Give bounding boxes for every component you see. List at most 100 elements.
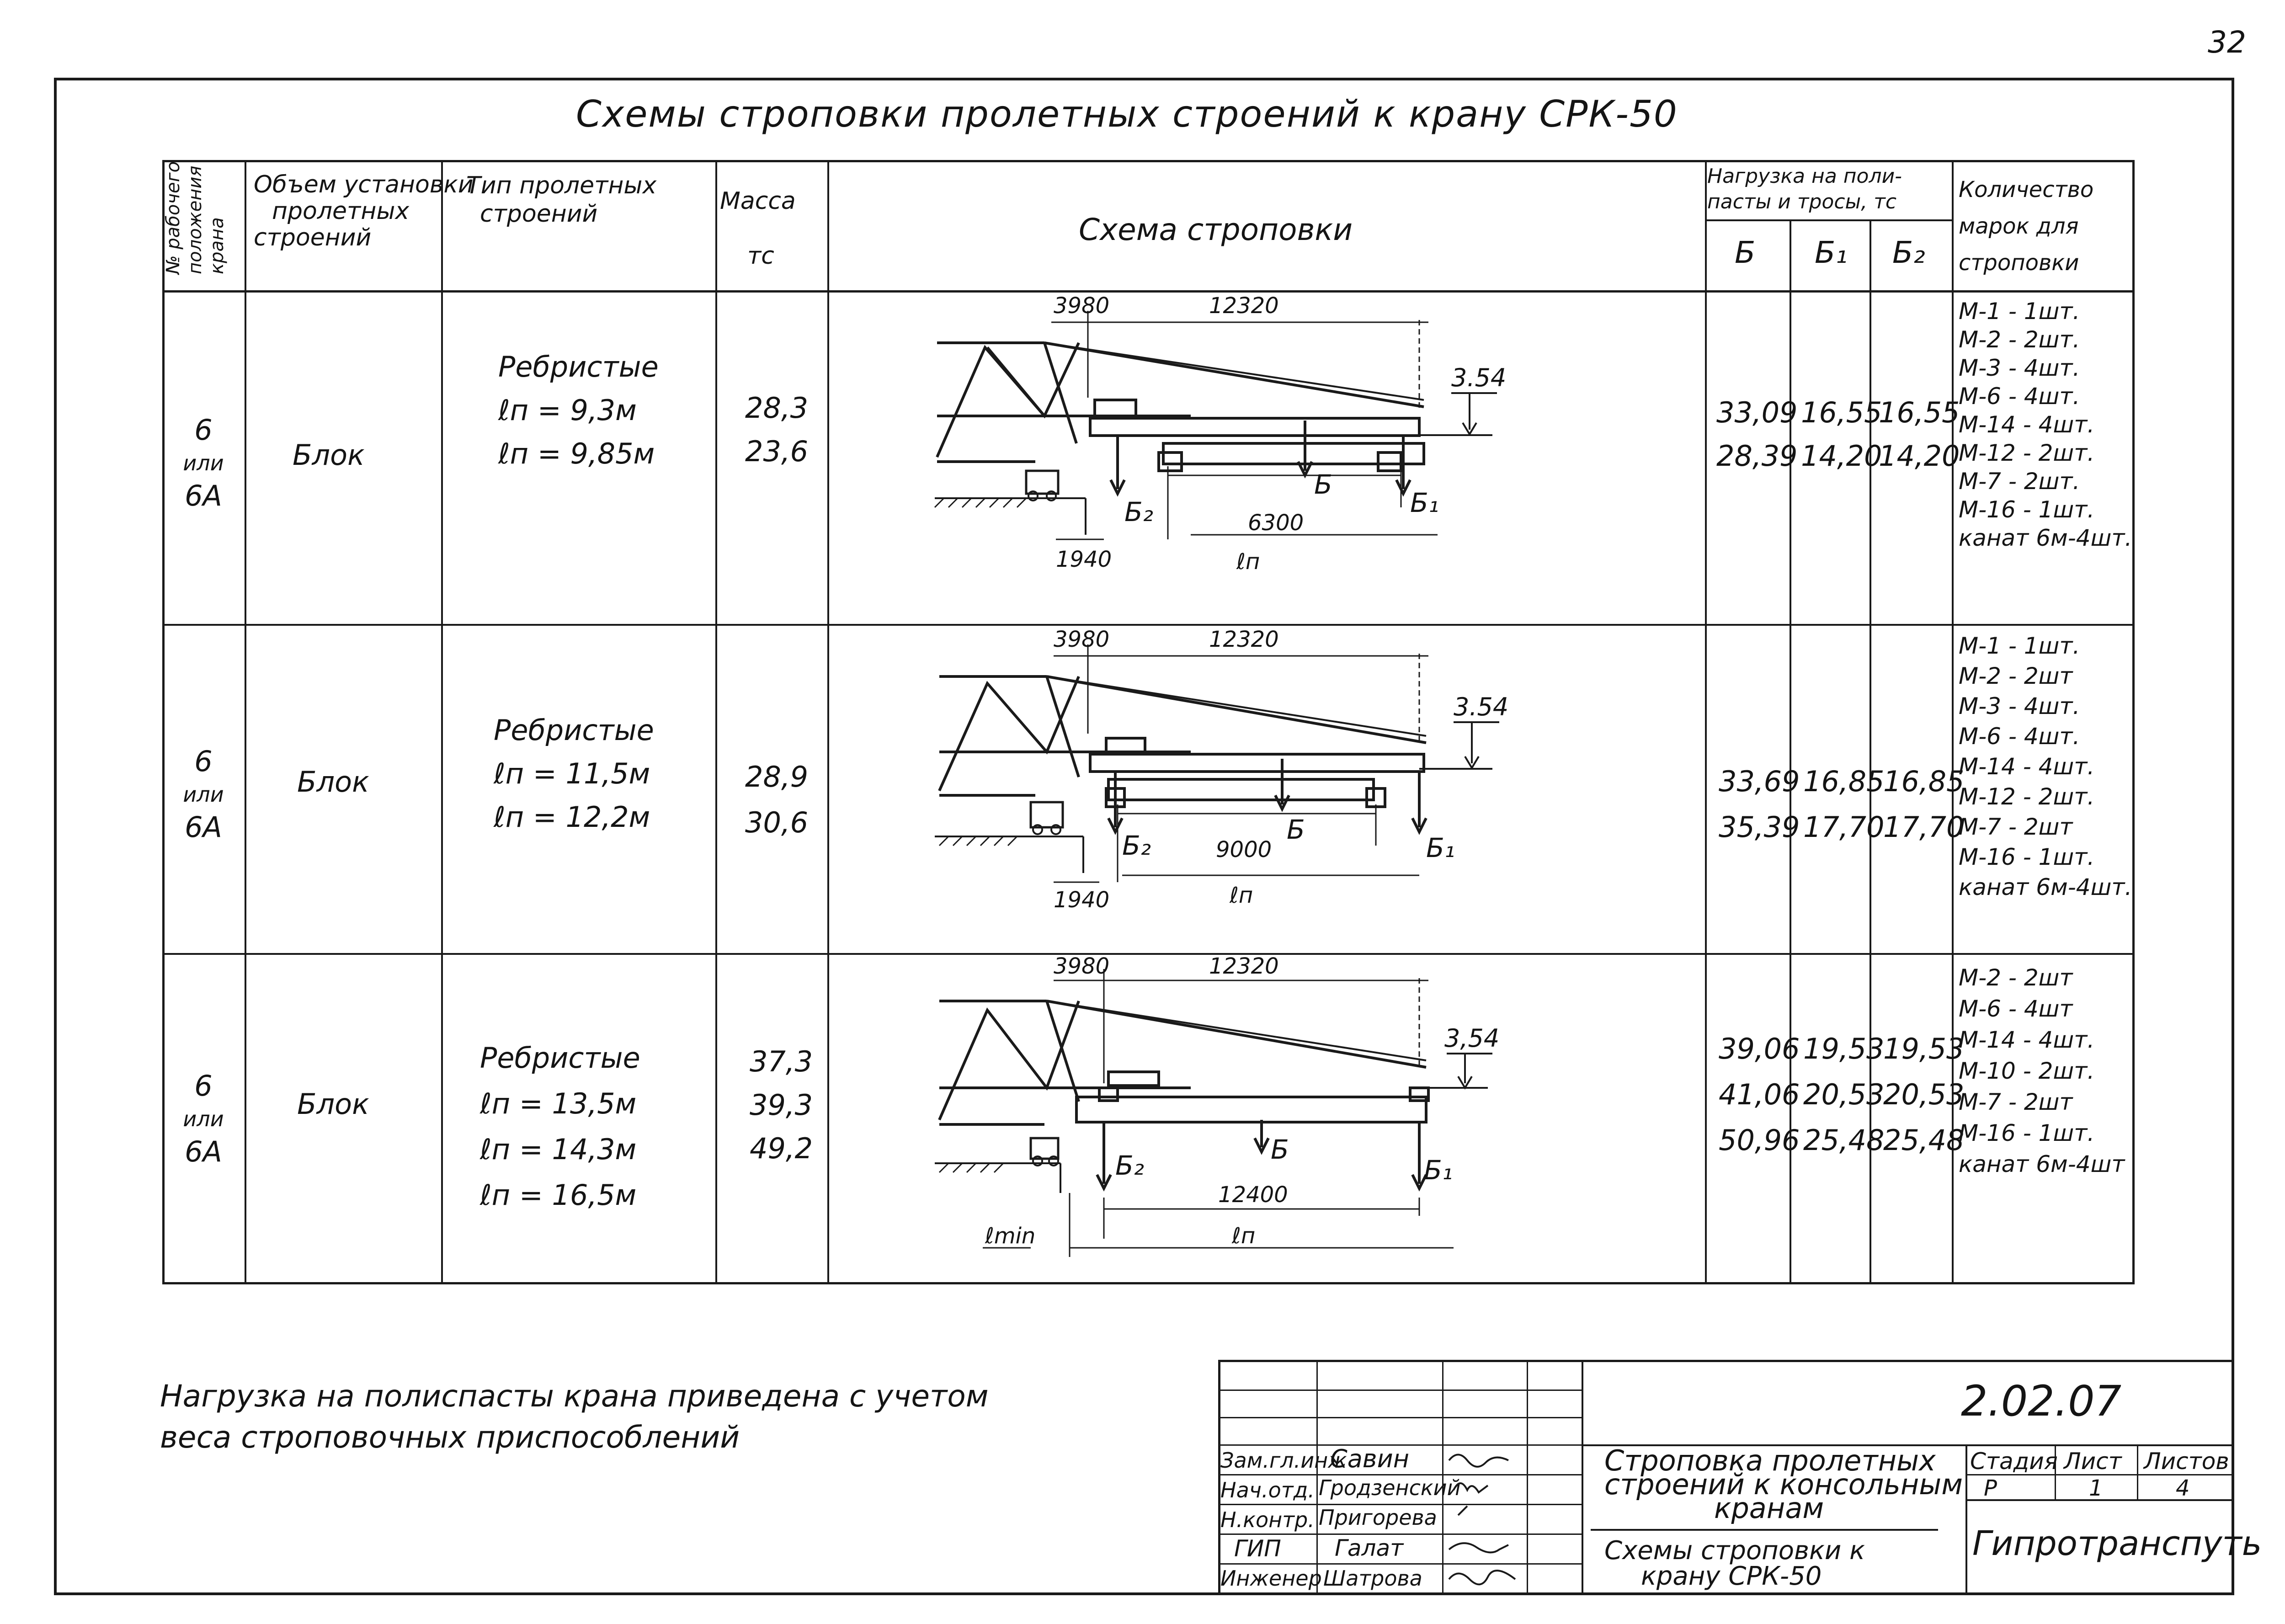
tb-description: Строповка пролетных строений к консольны…: [1604, 1444, 1963, 1525]
row2-ln: ℓп: [1229, 883, 1253, 908]
tb-hline-c: [1582, 1444, 2234, 1446]
header-load-b: Б: [1735, 235, 1756, 270]
page-number: 32: [2208, 25, 2246, 60]
scheme-row2: 3980 12320 3.54 9000 1940 ℓп Б Б₂ Б₁: [935, 627, 1508, 913]
tb-hline-i: [1965, 1474, 2234, 1475]
col-divider-5: [1705, 160, 1707, 1284]
scheme-row1: 3980 12320 3.54 6300 1940 ℓп Б Б₂ Б₁: [934, 293, 1506, 575]
row2-b2: Б₂: [1122, 830, 1151, 861]
scheme-row3: 3980 12320 3,54 12400 ℓmin ℓп Б Б₂ Б₁: [935, 955, 1499, 1257]
row1-b: Б: [1314, 469, 1332, 500]
tb-hline-g: [1218, 1533, 1582, 1535]
col-divider-4: [827, 160, 829, 1284]
row3-ln: ℓп: [1231, 1223, 1255, 1249]
col-divider-2: [441, 160, 443, 1284]
header-load-b2: Б₂: [1892, 235, 1925, 270]
row2-b: Б: [1287, 814, 1305, 845]
col-divider-3: [715, 160, 717, 1284]
row2-left: 1940: [1054, 887, 1109, 913]
tb-sheet-title: Схемы строповки к крану СРК-50: [1604, 1536, 1865, 1591]
tb-sheets-label: Листов: [2144, 1448, 2229, 1475]
load-subheader-line: [1705, 219, 1952, 221]
col-divider-6: [1790, 219, 1791, 1284]
row2-b1: Б₁: [1426, 832, 1455, 863]
tb-name-2: Пригорева: [1319, 1505, 1437, 1530]
row2-dim2: 12320: [1209, 627, 1279, 652]
header-load-b1: Б₁: [1815, 235, 1848, 270]
tb-hline-b: [1218, 1417, 1582, 1418]
tb-hline-e: [1218, 1474, 1582, 1475]
row1-span: 6300: [1248, 510, 1304, 536]
row2-dim1: 3980: [1054, 627, 1109, 652]
row3-b: Б: [1271, 1134, 1289, 1165]
row1-b2: Б₂: [1124, 496, 1153, 527]
row1-marks: М-1 - 1шт.М-2 - 2шт.М-3 - 4шт. М-6 - 4шт…: [1959, 298, 2132, 551]
tb-stage-label: Стадия: [1970, 1448, 2058, 1475]
row2-elev: 3.54: [1454, 692, 1508, 721]
tb-sheet-label: Лист: [2064, 1448, 2122, 1475]
doc-code: 2.02.07: [1961, 1377, 2122, 1426]
title-block: [1218, 1360, 2234, 1595]
signatures: [1448, 1454, 1516, 1586]
header-row-divider: [162, 290, 2135, 293]
row2-volume: Блок: [297, 765, 369, 799]
col-divider-8: [1952, 160, 1954, 1284]
tb-hline-d: [1218, 1444, 1582, 1446]
header-scheme: Схема строповки: [1079, 212, 1353, 247]
tb-role-2: Н.контр.: [1220, 1507, 1315, 1532]
row1-ln: ℓп: [1236, 549, 1260, 575]
tb-vline-6: [2055, 1444, 2056, 1499]
header-loads: Нагрузка на поли-пасты и тросы, тс: [1707, 165, 1902, 213]
tb-name-0: Савин: [1330, 1444, 1410, 1473]
tb-hline-k: [1591, 1529, 1938, 1531]
row1-dim2: 12320: [1209, 293, 1279, 319]
row3-volume: Блок: [297, 1087, 369, 1121]
tb-organization: Гипротранспуть: [1972, 1524, 2262, 1563]
outer-frame: [54, 78, 2234, 1595]
tb-hline-j: [1965, 1499, 2234, 1501]
sheet-title: Схемы строповки пролетных строений к кра…: [576, 93, 1678, 135]
row-divider-1: [162, 624, 2135, 626]
row2-span: 9000: [1216, 837, 1272, 863]
row3-span: 12400: [1218, 1182, 1288, 1208]
row3-b1: Б₁: [1424, 1155, 1453, 1186]
tb-vline-4: [1582, 1360, 1583, 1595]
tb-sheet: 1: [2089, 1475, 2103, 1501]
row-divider-2: [162, 953, 2135, 955]
tb-vline-5: [1965, 1444, 1967, 1595]
row3-dim1: 3980: [1054, 955, 1109, 979]
row1-left: 1940: [1056, 547, 1112, 572]
row3-b2: Б₂: [1115, 1150, 1144, 1181]
tb-vline-3: [1527, 1360, 1528, 1595]
tb-role-3: ГИП: [1234, 1535, 1281, 1562]
tb-role-4: Инженер: [1220, 1566, 1322, 1591]
row3-elev: 3,54: [1444, 1024, 1499, 1053]
main-table: [162, 160, 2135, 1284]
tb-hline-f: [1218, 1504, 1582, 1505]
row1-b1: Б₁: [1410, 487, 1439, 518]
tb-sheets: 4: [2176, 1475, 2190, 1501]
tb-stage: Р: [1984, 1475, 1997, 1501]
tb-name-3: Галат: [1335, 1535, 1404, 1561]
row1-elev: 3.54: [1451, 363, 1506, 392]
row1-dim1: 3980: [1054, 293, 1109, 319]
tb-name-1: Гродзенский: [1319, 1475, 1461, 1500]
